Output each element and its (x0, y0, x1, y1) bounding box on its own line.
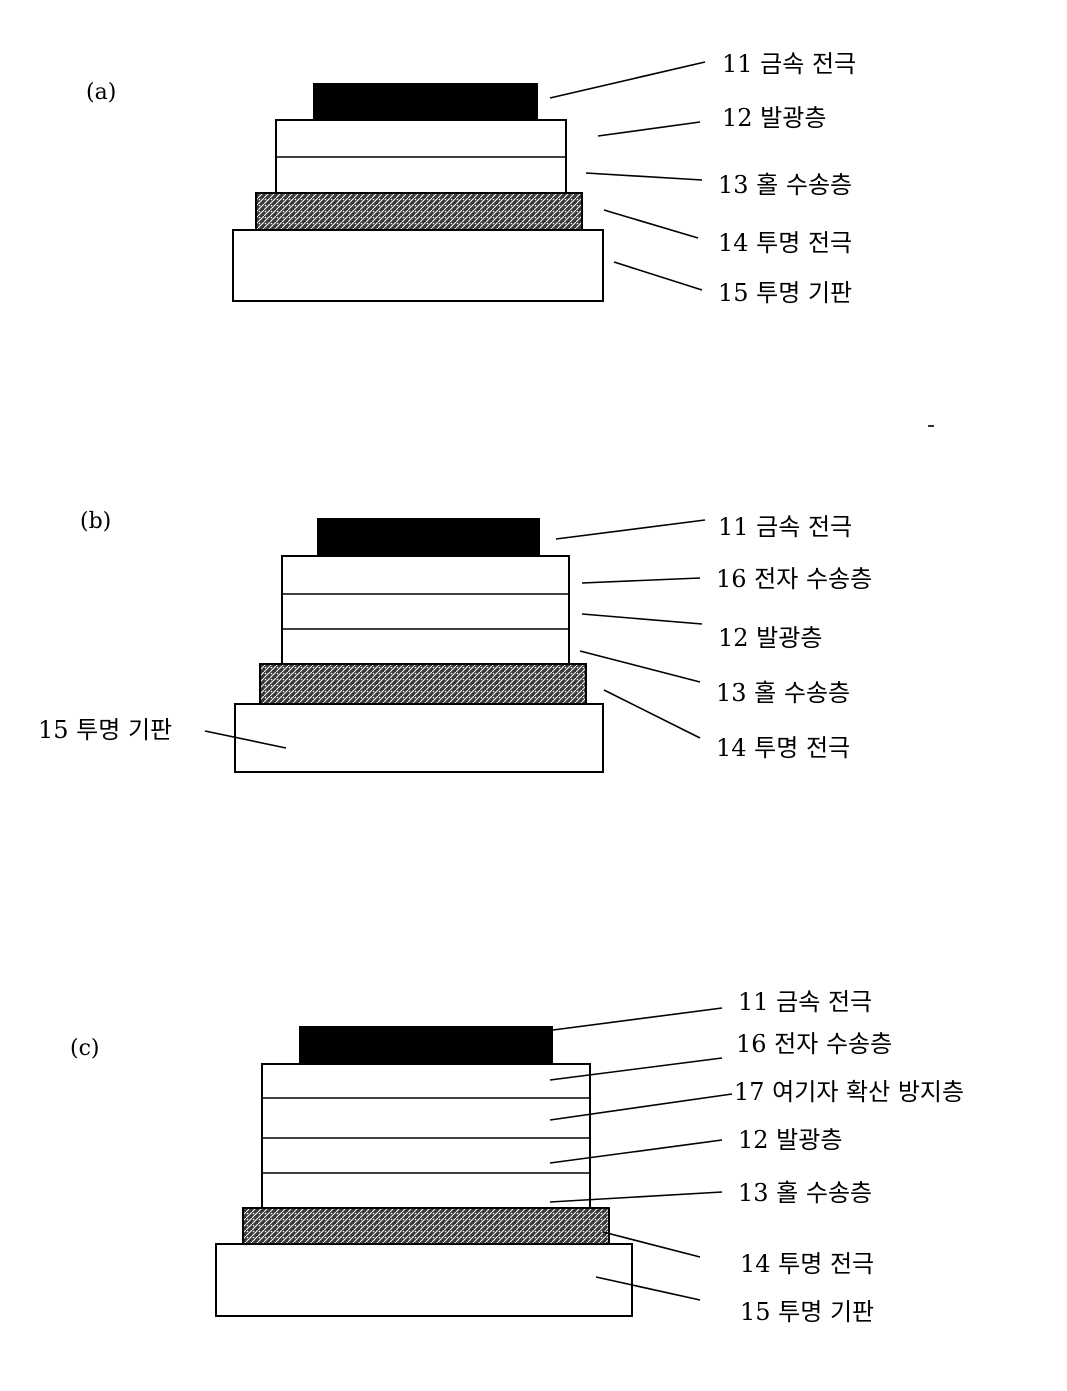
panel-a-metal-electrode (314, 84, 537, 120)
panel-b-label-electron-transport-layer: 16 전자 수송층 (716, 565, 872, 593)
panel-b-label-transparent-electrode: 14 투명 전극 (716, 734, 850, 762)
panel-c-label-hole-transport-layer: 13 홀 수송층 (738, 1179, 872, 1207)
panel-a: (a) 11 금속 전극 12 발광층 13 홀 수송층 14 투명 전극 15… (86, 50, 856, 307)
panel-b-label: (b) (80, 509, 111, 534)
panel-a-leader-14 (604, 210, 698, 238)
panel-c-organic-stack (262, 1064, 590, 1208)
panel-b-organic-stack (282, 556, 569, 664)
panel-b-label-emitting-layer: 12 발광층 (718, 624, 822, 652)
panel-b-label-metal-electrode: 11 금속 전극 (718, 513, 852, 541)
panel-a-label-transparent-substrate: 15 투명 기판 (718, 279, 852, 307)
panel-b-label-hole-transport-layer: 13 홀 수송층 (716, 679, 850, 707)
panel-b-transparent-substrate (235, 704, 603, 772)
panel-c-label-transparent-electrode: 14 투명 전극 (740, 1250, 874, 1278)
panel-a-leader-11 (550, 62, 705, 98)
panel-c-transparent-electrode (243, 1208, 609, 1244)
panel-b-leader-16 (582, 578, 700, 583)
panel-c-label-emitting-layer: 12 발광층 (738, 1126, 842, 1154)
panel-b-leader-11 (556, 520, 705, 539)
panel-a-label-hole-transport-layer: 13 홀 수송층 (718, 171, 852, 199)
panel-c-metal-electrode (300, 1027, 552, 1064)
panel-a-label-emitting-layer: 12 발광층 (722, 104, 826, 132)
panel-a-transparent-electrode (256, 193, 582, 230)
panel-b: (b) 11 금속 전극 16 전자 수송층 12 발광층 13 홀 수송층 1… (38, 509, 872, 772)
panel-a-label: (a) (86, 80, 116, 105)
panel-a-label-metal-electrode: 11 금속 전극 (722, 50, 856, 78)
panel-b-leader-13 (580, 651, 700, 682)
panel-a-leader-13 (586, 173, 702, 180)
panel-b-metal-electrode (318, 519, 539, 556)
panel-c-label-electron-transport-layer: 16 전자 수송층 (736, 1030, 892, 1058)
panel-c: (c) 11 금속 전극 16 전자 수송층 17 여기자 확산 방지층 12 … (70, 988, 964, 1326)
panel-a-leader-15 (614, 262, 702, 290)
panel-c-label: (c) (70, 1036, 100, 1061)
panel-c-transparent-substrate (216, 1244, 632, 1316)
panel-c-label-metal-electrode: 11 금속 전극 (738, 988, 872, 1016)
panel-b-leader-14 (604, 690, 700, 738)
panel-a-label-transparent-electrode: 14 투명 전극 (718, 229, 852, 257)
panel-c-leader-11 (553, 1008, 722, 1030)
panel-a-leader-12 (598, 122, 700, 136)
panel-c-label-exciton-blocking-layer: 17 여기자 확산 방지층 (734, 1078, 964, 1106)
panel-c-label-transparent-substrate: 15 투명 기판 (740, 1298, 874, 1326)
panel-b-label-transparent-substrate: 15 투명 기판 (38, 716, 172, 744)
panel-b-leader-12 (582, 614, 702, 624)
panel-a-transparent-substrate (233, 230, 603, 301)
panel-b-transparent-electrode (260, 664, 586, 704)
